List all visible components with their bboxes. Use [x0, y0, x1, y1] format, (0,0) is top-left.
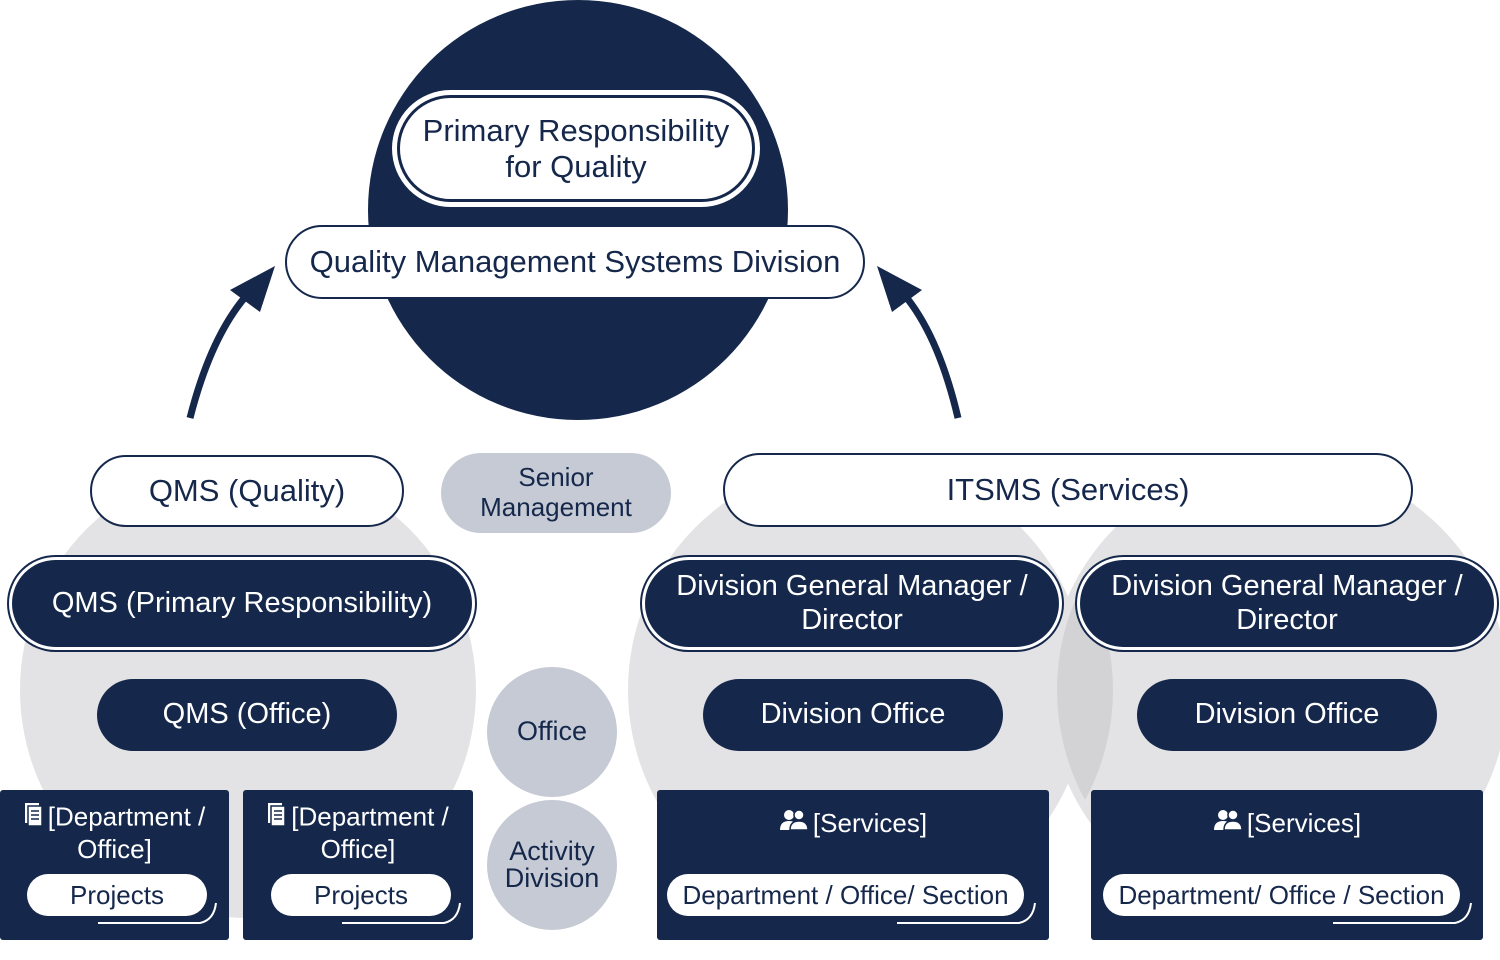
qms-office-text: QMS (Office) — [162, 698, 332, 731]
pill-underline — [1333, 902, 1472, 924]
division-office-label: Division Office — [1137, 679, 1437, 751]
qms-quality-text: QMS (Quality) — [148, 473, 346, 509]
qms-quality-label: QMS (Quality) — [90, 455, 404, 527]
services-box-2: [Services] Department/ Office / Section — [1091, 790, 1483, 940]
dgm-line1: Division General Manager / — [1111, 570, 1463, 603]
primary-line1: Primary Responsibility — [422, 112, 730, 148]
department-office-section-text: Department/ Office / Section — [1118, 879, 1445, 910]
qms-division-label: Quality Management Systems Division — [285, 225, 865, 299]
qms-primary-label: QMS (Primary Responsibility) — [12, 560, 472, 647]
department-office-section-text: Department / Office/ Section — [682, 879, 1009, 910]
department-office-box-2: [Department / Office] Projects — [243, 790, 473, 940]
unit-title-line1: [Department / — [47, 801, 206, 832]
people-icon — [1213, 808, 1243, 839]
primary-line2: for Quality — [505, 148, 647, 184]
document-icon — [267, 802, 287, 835]
activity-division-circle: Activity Division — [487, 800, 617, 930]
projects-text: Projects — [314, 879, 408, 910]
pill-underline — [98, 902, 217, 924]
services-text: [Services] — [1246, 807, 1362, 838]
document-icon — [24, 802, 44, 835]
activity-line2: Division — [504, 863, 600, 893]
division-general-manager-label: Division General Manager / Director — [645, 560, 1059, 647]
unit-title-line2: Office] — [77, 833, 152, 864]
senior-management-label: Senior Management — [441, 453, 671, 533]
people-icon — [779, 808, 809, 839]
senior-line2: Management — [480, 492, 632, 522]
department-office-section-pill: Department / Office/ Section — [667, 874, 1024, 916]
division-general-manager-label: Division General Manager / Director — [1080, 560, 1494, 647]
department-office-box-1: [Department / Office] Projects — [0, 790, 229, 940]
dgm-line2: Director — [801, 603, 903, 636]
dgm-line1: Division General Manager / — [676, 570, 1028, 603]
primary-responsibility-badge: Primary Responsibility for Quality — [392, 90, 760, 207]
pill-underline — [342, 902, 461, 924]
itsms-text: ITSMS (Services) — [946, 472, 1190, 508]
activity-line1: Activity — [509, 836, 595, 866]
division-office-text: Division Office — [760, 698, 946, 731]
unit-title-line2: Office] — [320, 833, 396, 864]
office-text: Office — [516, 716, 588, 747]
department-office-section-pill: Department/ Office / Section — [1103, 874, 1460, 916]
top-navy-circle — [368, 0, 788, 420]
left-arrow-head — [230, 266, 275, 312]
services-box-1: [Services] Department / Office/ Section — [657, 790, 1049, 940]
division-office-label: Division Office — [703, 679, 1003, 751]
qms-division-text: Quality Management Systems Division — [309, 244, 841, 280]
right-arrow-head — [877, 266, 922, 312]
projects-pill: Projects — [27, 874, 207, 916]
projects-text: Projects — [70, 879, 164, 910]
office-circle: Office — [487, 667, 617, 797]
pill-underline — [897, 902, 1036, 924]
services-text: [Services] — [812, 807, 928, 838]
unit-title-line1: [Department / — [291, 801, 449, 832]
division-office-text: Division Office — [1194, 698, 1380, 731]
qms-office-label: QMS (Office) — [97, 679, 397, 751]
qms-primary-text: QMS (Primary Responsibility) — [51, 586, 433, 619]
itsms-label: ITSMS (Services) — [723, 453, 1413, 527]
senior-line1: Senior — [518, 462, 594, 493]
projects-pill: Projects — [271, 874, 451, 916]
dgm-line2: Director — [1236, 603, 1338, 636]
